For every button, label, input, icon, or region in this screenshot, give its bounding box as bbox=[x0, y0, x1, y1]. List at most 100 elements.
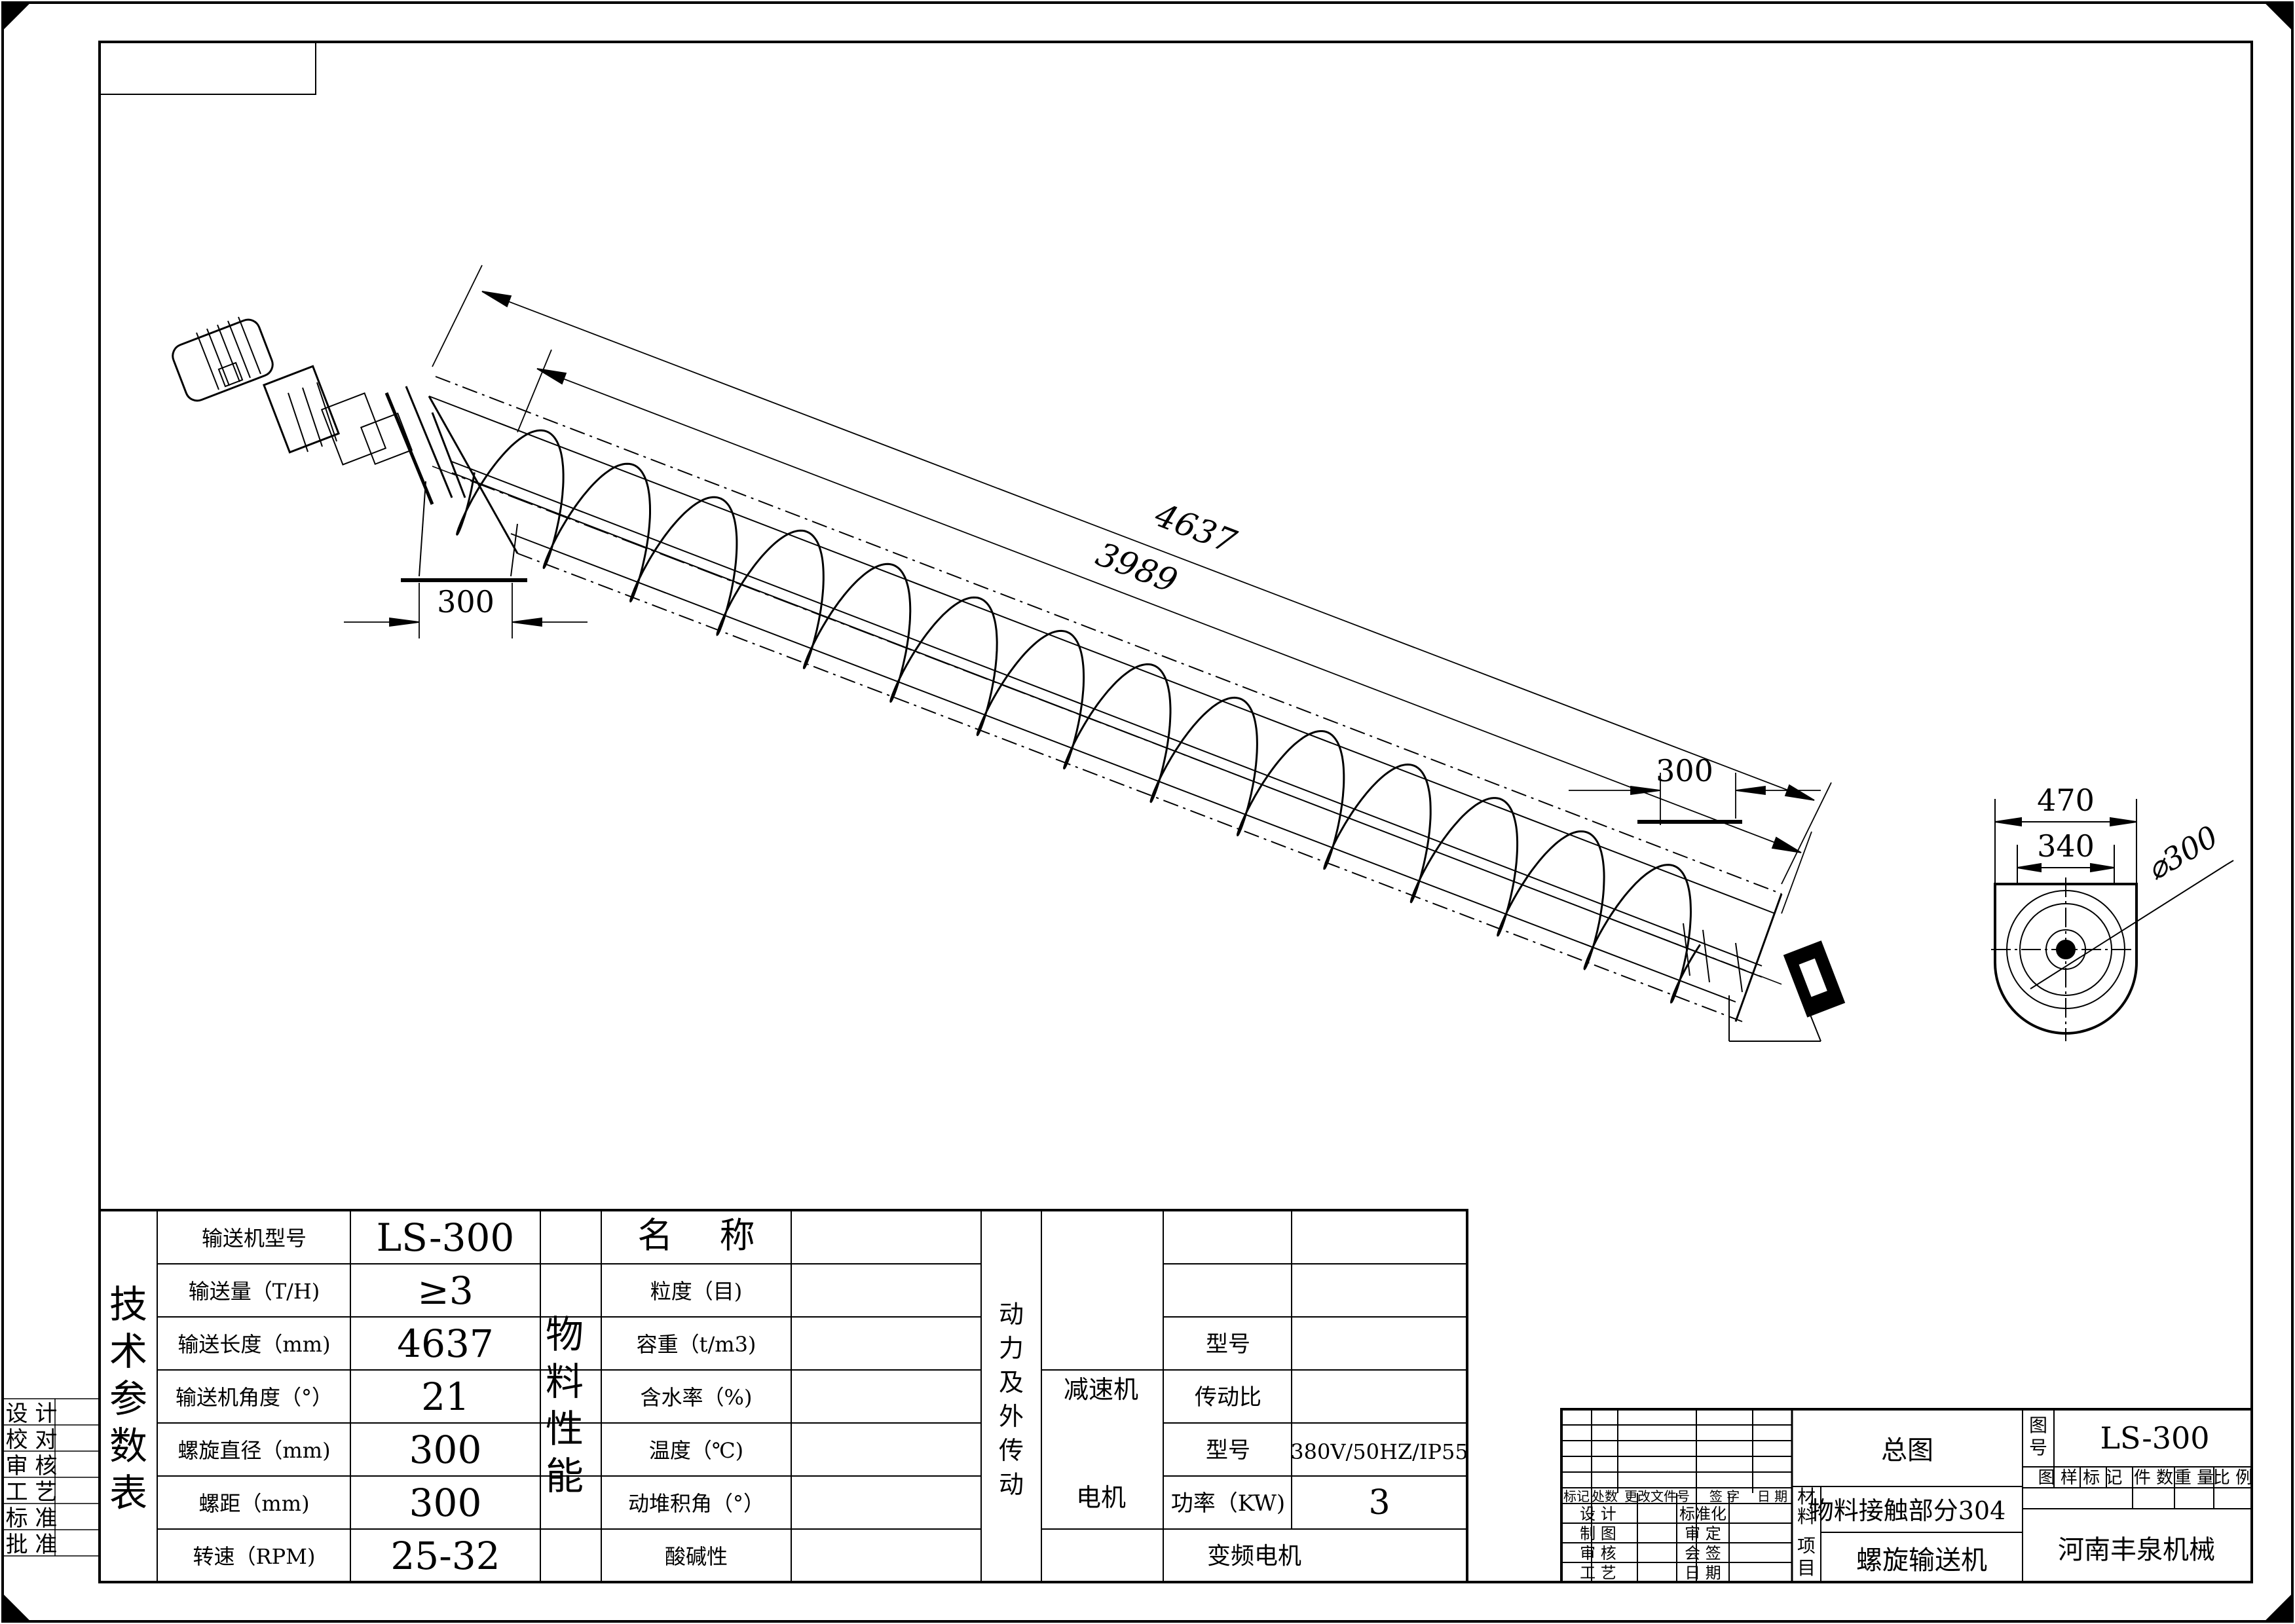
tech-row-label: 输送机型号 bbox=[202, 1226, 307, 1251]
reducer-ratio-label: 传动比 bbox=[1195, 1384, 1261, 1411]
reducer-label: 减速机 bbox=[1064, 1375, 1138, 1404]
sign-left-label: 审 核 bbox=[1580, 1544, 1616, 1562]
material-row-label: 温度（℃) bbox=[649, 1438, 743, 1463]
tech-group-title: 技术参数表 bbox=[109, 1282, 147, 1515]
trough-outline bbox=[428, 376, 1783, 1022]
sign-right-label: 审 定 bbox=[1685, 1524, 1721, 1543]
screw-helix bbox=[456, 429, 1701, 1004]
tech-row-value: 300 bbox=[409, 1481, 482, 1525]
material-row-label: 酸碱性 bbox=[665, 1544, 728, 1569]
stamp-label: 审 核 bbox=[6, 1453, 58, 1479]
rev-header: 日 期 bbox=[1757, 1488, 1787, 1504]
dim-outlet-300 bbox=[1569, 773, 1821, 825]
cross-section-labels: 470 340 ⌀300 bbox=[2037, 783, 2224, 887]
title-block-grid bbox=[1560, 1408, 2253, 1583]
material-row-label: 粒度（目) bbox=[650, 1279, 743, 1304]
tech-row-label: 输送机角度（°） bbox=[176, 1385, 333, 1410]
dim-label-dia-300: ⌀300 bbox=[2141, 819, 2224, 887]
motor-power-label: 功率（KW) bbox=[1171, 1490, 1285, 1517]
corner-mark bbox=[2264, 2, 2293, 31]
stamp-label: 批 准 bbox=[6, 1532, 58, 1558]
drawing-no-label: 图号 bbox=[2029, 1414, 2047, 1458]
material-label: 材料 bbox=[1797, 1486, 1816, 1527]
material-value: 物料接触部分304 bbox=[1809, 1496, 2006, 1525]
material-row-label: 含水率（%) bbox=[641, 1385, 753, 1410]
material-group-title: 物料性能 bbox=[546, 1312, 584, 1498]
motor-model-value: 380V/50HZ/IP55 bbox=[1290, 1439, 1468, 1464]
tech-row-label: 螺距（mm) bbox=[198, 1491, 309, 1516]
drawing-title: 总图 bbox=[1881, 1435, 1933, 1466]
attr-header: 比 例 bbox=[2213, 1468, 2252, 1488]
spec-table-grid bbox=[98, 1209, 1468, 1583]
vfd-label: 变频电机 bbox=[1207, 1543, 1301, 1570]
dim-4637 bbox=[432, 265, 1832, 885]
vertical-group-titles: 技术参数表 物料性能 动力及外传动 bbox=[109, 1282, 1024, 1515]
motor-label: 电机 bbox=[1076, 1483, 1126, 1512]
tech-row-value: ≥3 bbox=[417, 1268, 474, 1313]
drive-flange bbox=[384, 386, 466, 505]
material-header: 名 称 bbox=[637, 1215, 755, 1256]
tech-row-label: 输送长度（mm) bbox=[177, 1332, 330, 1357]
rev-header: 标记 bbox=[1563, 1488, 1590, 1504]
material-row-label: 动堆积角（°） bbox=[628, 1491, 764, 1516]
stamp-label: 校 对 bbox=[6, 1427, 58, 1453]
stamp-label: 设 计 bbox=[6, 1401, 58, 1427]
sign-left-label: 工 艺 bbox=[1580, 1564, 1616, 1582]
stamp-label: 工 艺 bbox=[6, 1479, 58, 1505]
sign-right-label: 标准化 bbox=[1679, 1505, 1726, 1523]
sign-left-label: 设 计 bbox=[1580, 1505, 1616, 1523]
material-row-label: 容重（t/m3) bbox=[637, 1332, 756, 1357]
dim-inlet-300 bbox=[344, 583, 588, 638]
tech-row-label: 螺旋直径（mm) bbox=[177, 1438, 330, 1463]
title-block: 总图 LS-300 物料接触部分304 螺旋输送机 河南丰泉机械 bbox=[1809, 1420, 2215, 1576]
inlet-hopper bbox=[401, 481, 527, 582]
attr-header: 重 量 bbox=[2174, 1468, 2214, 1488]
rev-header: 处数 bbox=[1592, 1488, 1618, 1504]
power-group-title: 动力及外传动 bbox=[999, 1300, 1024, 1499]
attr-header: 件 数 bbox=[2134, 1468, 2173, 1488]
rev-header: 更改文件号 bbox=[1624, 1488, 1690, 1504]
dimension-labels: 4637 3989 300 300 bbox=[437, 496, 1713, 788]
power-table: 减速机 型号 传动比 电机 型号 380V/50HZ/IP55 功率（KW) 3… bbox=[1064, 1331, 1468, 1570]
left-stamp-grid bbox=[2, 1398, 100, 1557]
sign-right-label: 日 期 bbox=[1685, 1564, 1721, 1582]
motor-power-value: 3 bbox=[1368, 1483, 1390, 1522]
cross-section-view bbox=[1991, 799, 2234, 1041]
dim-label-340: 340 bbox=[2037, 828, 2095, 864]
dim-label-outlet-300: 300 bbox=[1656, 753, 1713, 788]
title-block-small-text: 标记处数更改文件号签 字日 期设 计制 图审 核工 艺标准化审 定会 签日 期材… bbox=[1563, 1414, 2252, 1582]
top-left-box bbox=[99, 41, 316, 95]
dim-label-inlet-300: 300 bbox=[437, 584, 494, 619]
dim-label-470: 470 bbox=[2037, 783, 2095, 818]
dim-label-3989: 3989 bbox=[1091, 535, 1183, 600]
conveyor-elevation bbox=[172, 265, 1846, 1042]
outlet-spout bbox=[1637, 820, 1821, 1042]
attr-header: 图 样 标 记 bbox=[2038, 1468, 2123, 1488]
tech-row-value: 25-32 bbox=[390, 1534, 500, 1578]
material-rows: 名 称 粒度（目) 容重（t/m3) 含水率（%) 温度（℃) 动堆积角（°） 酸碱性 bbox=[628, 1215, 764, 1569]
stamp-label: 标 准 bbox=[6, 1505, 58, 1532]
tech-row-value: 300 bbox=[409, 1428, 482, 1472]
tech-row-value: 4637 bbox=[397, 1321, 494, 1366]
dim-3989 bbox=[517, 349, 1812, 914]
drawing-number: LS-300 bbox=[2100, 1420, 2209, 1456]
company-name: 河南丰泉机械 bbox=[2058, 1535, 2215, 1565]
tech-row-value: LS-300 bbox=[377, 1215, 515, 1260]
tail-bearing bbox=[1683, 923, 1846, 1018]
reducer-drawing bbox=[263, 365, 413, 466]
sign-left-label: 制 图 bbox=[1580, 1524, 1616, 1543]
corner-mark bbox=[2264, 1593, 2293, 1622]
tech-rows: 输送机型号 LS-300 输送量（T/H) ≥3 输送长度（mm) 4637 输送机角度（°… bbox=[176, 1215, 514, 1578]
left-stamp: 设 计校 对审 核工 艺标 准批 准 bbox=[6, 1401, 58, 1558]
corner-mark bbox=[2, 2, 31, 31]
motor-model-label: 型号 bbox=[1206, 1437, 1250, 1464]
product-name: 螺旋输送机 bbox=[1856, 1545, 1987, 1576]
motor-drawing bbox=[172, 316, 274, 402]
tech-row-value: 21 bbox=[421, 1375, 470, 1419]
project-label: 项目 bbox=[1797, 1535, 1816, 1579]
tech-row-label: 输送量（T/H) bbox=[189, 1279, 320, 1304]
corner-mark bbox=[2, 1593, 31, 1622]
rev-header: 签 字 bbox=[1709, 1488, 1740, 1504]
